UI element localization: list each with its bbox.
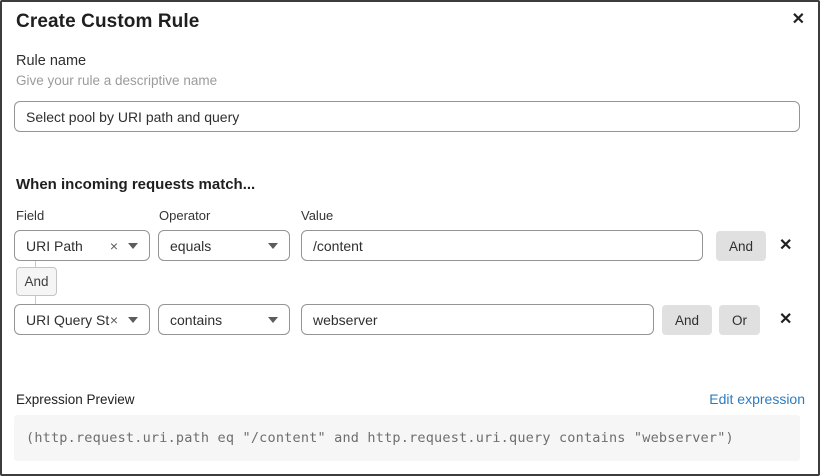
- close-icon[interactable]: ✕: [791, 11, 805, 28]
- field-select-row1[interactable]: URI Path ×: [14, 230, 150, 261]
- column-label-field: Field: [16, 208, 45, 223]
- expression-preview-label: Expression Preview: [16, 392, 135, 407]
- column-label-operator: Operator: [159, 208, 211, 223]
- remove-condition-icon-row2[interactable]: ✕: [779, 311, 793, 328]
- add-and-condition-button-row2[interactable]: And: [662, 305, 713, 335]
- field-select-row2[interactable]: URI Query St... ×: [14, 304, 150, 335]
- clear-field-icon[interactable]: ×: [109, 237, 118, 254]
- matcher-heading: When incoming requests match...: [16, 176, 256, 193]
- value-input-row2[interactable]: [301, 304, 654, 335]
- column-label-value: Value: [301, 208, 334, 223]
- value-input-row1[interactable]: [301, 230, 703, 261]
- add-or-condition-button-row2[interactable]: Or: [719, 305, 760, 335]
- dialog-title: Create Custom Rule: [16, 11, 200, 32]
- chevron-down-icon: [128, 316, 138, 323]
- operator-select-row2-value: contains: [170, 311, 223, 328]
- operator-select-row2[interactable]: contains: [158, 304, 290, 335]
- chevron-down-icon: [268, 316, 278, 323]
- operator-select-row1[interactable]: equals: [158, 230, 290, 261]
- connector-line-top: [35, 261, 36, 267]
- add-and-condition-button-row1[interactable]: And: [716, 231, 767, 261]
- rule-name-label: Rule name: [16, 53, 87, 69]
- and-connector-chip: And: [16, 267, 57, 296]
- rule-name-hint: Give your rule a descriptive name: [16, 73, 218, 88]
- edit-expression-link[interactable]: Edit expression: [709, 391, 805, 407]
- expression-code-text: (http.request.uri.path eq "/content" and…: [26, 430, 734, 446]
- expression-code: (http.request.uri.path eq "/content" and…: [14, 415, 800, 461]
- remove-condition-icon-row1[interactable]: ✕: [779, 237, 793, 254]
- clear-field-icon[interactable]: ×: [109, 311, 118, 328]
- field-select-row1-value: URI Path: [26, 237, 83, 254]
- operator-select-row1-value: equals: [170, 237, 212, 254]
- chevron-down-icon: [268, 242, 278, 249]
- chevron-down-icon: [128, 242, 138, 249]
- field-select-row2-value: URI Query St...: [26, 311, 110, 328]
- rule-name-input[interactable]: [14, 101, 800, 132]
- connector-line-bottom: [35, 296, 36, 304]
